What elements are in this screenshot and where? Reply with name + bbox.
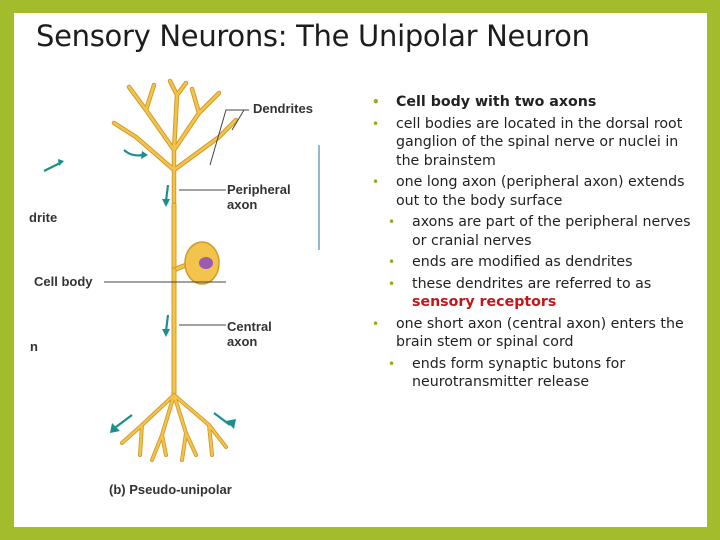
bullet-dot-icon: • <box>388 215 396 229</box>
label-cell-body: Cell body <box>34 274 93 289</box>
bullet-item: •Cell body with two axons <box>372 94 597 110</box>
label-caption: (b) Pseudo-unipolar <box>109 482 232 497</box>
bullet-item: •cell bodies are located in the dorsal r… <box>372 115 683 169</box>
bullet-dot-icon: • <box>372 316 380 331</box>
bullet-item: •ends are modified as dendrites <box>388 254 633 270</box>
bullet-dot-icon: • <box>372 95 380 109</box>
neuron-diagram <box>43 78 320 462</box>
label-central-line2: axon <box>227 334 258 349</box>
label-clipped-drite: drite <box>29 210 58 225</box>
label-peripheral-line1: Peripheral <box>227 182 291 197</box>
nucleus <box>199 257 213 269</box>
bullet-item: •ends form synaptic butons for neurotran… <box>388 355 626 391</box>
label-central-line1: Central <box>227 319 272 334</box>
label-dendrites: Dendrites <box>253 101 313 116</box>
bullet-list: •Cell body with two axons •cell bodies a… <box>372 93 704 395</box>
bullet-dot-icon: • <box>372 175 380 189</box>
slide: Sensory Neurons: The Unipolar Neuron <box>14 13 707 527</box>
label-clipped-n: n <box>30 339 38 354</box>
sensory-receptors-highlight: sensory receptors <box>412 294 557 310</box>
bullet-item: •one short axon (central axon) enters th… <box>372 315 684 351</box>
bullet-item: •these dendrites are referred to as sens… <box>388 275 652 311</box>
arrow-heads <box>58 151 236 433</box>
signal-arrows <box>43 149 231 428</box>
bullet-item: •axons are part of the peripheral nerves… <box>388 214 691 249</box>
leader-lines <box>104 109 249 326</box>
bullet-dot-icon: • <box>388 255 396 269</box>
bullet-item: •one long axon (peripheral axon) extends… <box>372 174 685 209</box>
bullet-dot-icon: • <box>388 276 396 291</box>
bullet-dot-icon: • <box>372 116 380 131</box>
label-peripheral-line2: axon <box>227 197 258 212</box>
slide-title: Sensory Neurons: The Unipolar Neuron <box>36 19 590 53</box>
neuron-figure: Dendrites Peripheral axon Cell body Cent… <box>14 75 324 520</box>
bullet-dot-icon: • <box>388 356 396 371</box>
